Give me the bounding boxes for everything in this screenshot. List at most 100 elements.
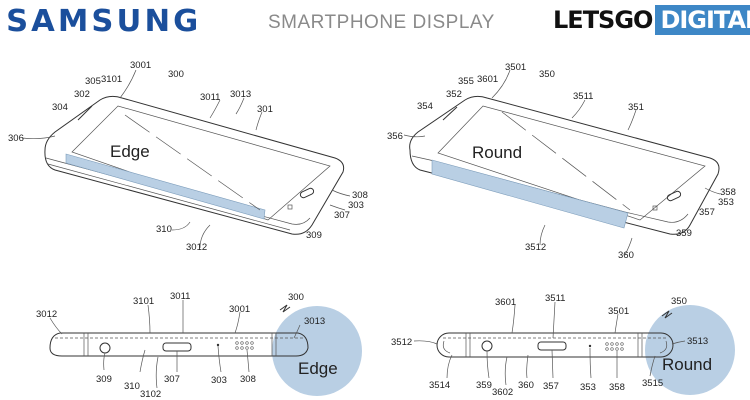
- ref-label: 3001: [229, 304, 250, 315]
- earphone-jack: [99, 342, 111, 354]
- figure-arrow: [279, 304, 291, 313]
- ref-label: 3011: [170, 291, 190, 302]
- phone-side-outline: [436, 332, 674, 358]
- ref-label: 3013: [230, 89, 251, 100]
- figure-label-edge: Edge: [110, 142, 150, 161]
- leader-lines: [413, 301, 686, 386]
- ref-label: 357: [543, 381, 559, 392]
- ref-label: 307: [334, 210, 350, 221]
- ref-label: 309: [96, 374, 112, 385]
- ref-label: 3511: [573, 91, 593, 102]
- ref-label: 358: [609, 382, 625, 393]
- phone-side-outline: [49, 332, 309, 357]
- phone-side-edge-line: [47, 163, 291, 231]
- edge-highlight-circle: [272, 306, 362, 396]
- earphone-jack: [481, 340, 493, 352]
- figure-arrow: [661, 310, 673, 319]
- usb-port: [162, 342, 192, 352]
- ref-label: 303: [348, 200, 364, 211]
- ref-label: 3011: [200, 92, 220, 103]
- ref-label: 3012: [36, 309, 57, 320]
- samsung-logo: SAMSUNG: [6, 4, 202, 39]
- ref-label: 305: [85, 76, 101, 87]
- display-area: [437, 105, 706, 221]
- ref-label: 356: [387, 131, 403, 142]
- round-display-highlight: [431, 159, 629, 229]
- inner-curve: [442, 340, 668, 354]
- usb-port: [537, 341, 567, 351]
- ref-label: 3013: [304, 316, 325, 327]
- ref-label: 3512: [391, 337, 412, 348]
- ref-label: 3513: [687, 336, 708, 347]
- edge-phone-perspective: Edge 3001 300 305 3101 302 304 306 3011 …: [8, 60, 368, 253]
- leader-lines: [403, 69, 721, 256]
- ref-label: 308: [352, 190, 368, 201]
- ref-label: 357: [699, 207, 715, 218]
- leader-lines: [21, 69, 351, 249]
- reflection-line: [124, 114, 261, 211]
- logo-part-2: DIGITAL: [655, 5, 750, 35]
- ref-label: 3514: [429, 380, 450, 391]
- ref-label: 3101: [101, 74, 122, 85]
- display-area: [71, 105, 331, 221]
- ref-label: 359: [676, 228, 692, 239]
- ref-label: 3001: [130, 60, 151, 71]
- ref-label: 304: [52, 102, 68, 113]
- ref-label: 300: [288, 292, 304, 303]
- phone-body-outline: [409, 95, 720, 235]
- ref-label: 351: [628, 102, 644, 113]
- ref-label: 352: [446, 89, 462, 100]
- sheet-title: SMARTPHONE DISPLAY: [268, 12, 495, 33]
- edge-display-highlight: [65, 153, 266, 220]
- ref-label: 3511: [545, 293, 565, 304]
- ref-label: 3101: [133, 296, 154, 307]
- ref-label: 3501: [608, 306, 629, 317]
- letsgodigital-logo: LETSGO DIGITAL: [553, 5, 750, 35]
- ref-label: 302: [74, 89, 90, 100]
- ref-label: 3501: [505, 62, 526, 73]
- reflection-line: [501, 111, 631, 211]
- figure-label-edge-side: Edge: [298, 359, 338, 378]
- ref-label: 350: [539, 69, 555, 80]
- ref-label: 310: [124, 381, 140, 392]
- ref-label: 360: [518, 380, 534, 391]
- phone-side-edge: [411, 155, 689, 223]
- speaker-grille: [605, 342, 624, 351]
- ref-label: 309: [306, 230, 322, 241]
- phone-body-outline: [44, 95, 345, 235]
- ref-label: 3601: [477, 74, 498, 85]
- ref-label: 3602: [492, 387, 513, 398]
- ref-label: 3515: [642, 378, 663, 389]
- ref-label: 353: [718, 197, 734, 208]
- back-key: [652, 205, 658, 211]
- ref-label: 303: [211, 375, 227, 386]
- ref-label: 358: [720, 187, 736, 198]
- ref-label: 3601: [495, 297, 516, 308]
- ref-label: 350: [671, 296, 687, 307]
- microphone-hole: [588, 344, 592, 348]
- ref-label: 301: [257, 104, 273, 115]
- ref-label: 3102: [140, 389, 161, 400]
- speaker-slot: [442, 106, 458, 121]
- ref-label: 306: [8, 133, 24, 144]
- ref-label: 355: [458, 76, 474, 87]
- round-phone-side-view: Round 3512 3601 3511 3501 350 3513 3514 …: [391, 293, 735, 398]
- ref-label: 359: [476, 380, 492, 391]
- logo-part-1: LETSGO: [553, 6, 653, 34]
- ref-label: 3512: [525, 242, 546, 253]
- ref-label: 3012: [186, 242, 207, 253]
- ref-label: 353: [580, 382, 596, 393]
- ref-label: 308: [240, 374, 256, 385]
- figure-label-round: Round: [472, 143, 522, 162]
- round-highlight-circle: [645, 305, 735, 395]
- edge-phone-side-view: Edge 3012 3101 3011 3001 300 3013 309 31…: [36, 291, 362, 400]
- microphone-hole: [216, 343, 220, 347]
- ref-label: 300: [168, 69, 184, 80]
- ref-label: 310: [156, 224, 172, 235]
- ref-label: 354: [417, 101, 433, 112]
- phone-side-edge: [45, 157, 311, 225]
- speaker-slot: [77, 105, 93, 121]
- speaker-grille: [235, 341, 254, 350]
